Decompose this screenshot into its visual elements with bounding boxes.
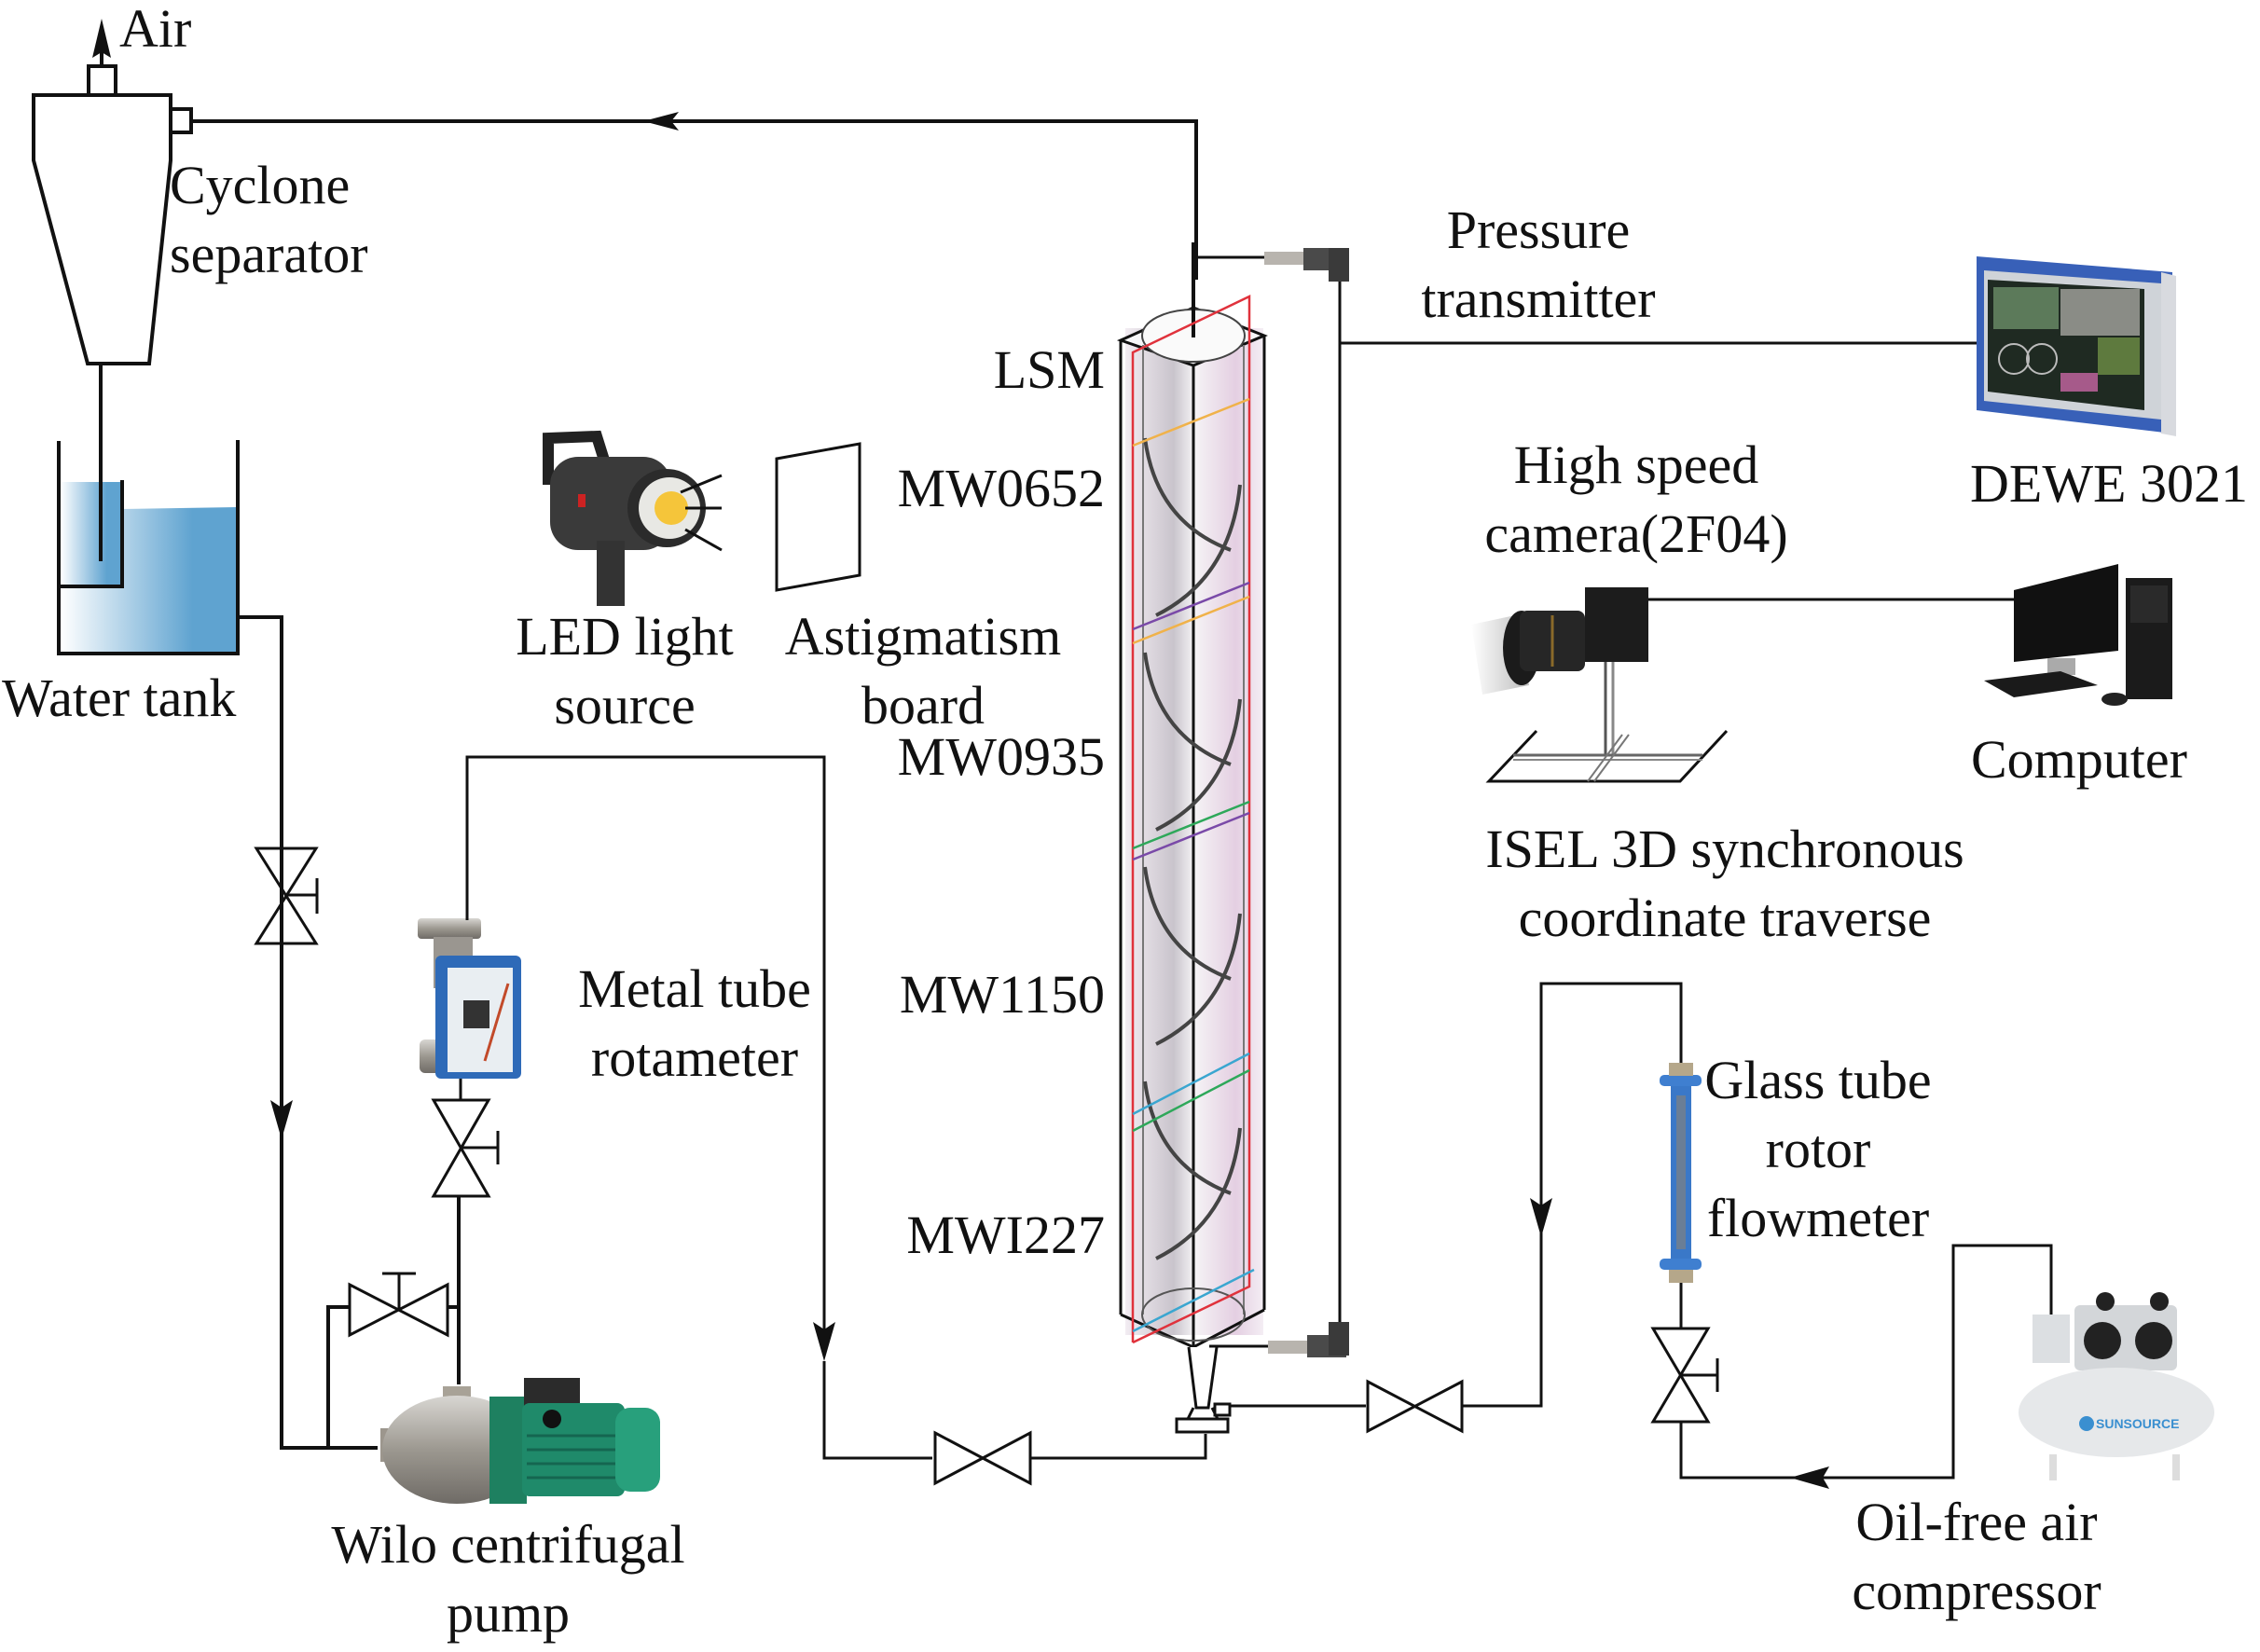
- return-pipe: [191, 112, 1198, 280]
- label-isel-traverse: ISEL 3D synchronous coordinate traverse: [1426, 815, 2023, 953]
- air-inlet-valve: [1366, 1379, 1464, 1434]
- label-line: High speed: [1513, 434, 1759, 495]
- marker-line-orange: [1132, 397, 1250, 447]
- label-line: Oil-free air: [1855, 1492, 2098, 1552]
- label-metal-tube-rotameter: Metal tube rotameter: [555, 955, 834, 1093]
- isel-traverse-frame: [1485, 662, 1729, 783]
- marker-line-green: [1132, 800, 1250, 850]
- rotameter-valve: [431, 1079, 500, 1198]
- light-rays: [680, 474, 723, 552]
- marker-line-purple: [1132, 581, 1250, 631]
- label-computer: Computer: [1971, 729, 2187, 790]
- metal-rotameter-image: [418, 918, 521, 1079]
- astigmatism-board-shape: [775, 442, 861, 592]
- label-line: board: [861, 675, 985, 736]
- water-tank: [57, 364, 283, 1450]
- label-line: Pressure: [1446, 200, 1631, 260]
- glass-flowmeter-image: [1660, 1063, 1702, 1283]
- wilo-pump-image: [380, 1378, 660, 1504]
- label-led-light-source: LED light source: [494, 602, 755, 740]
- pump-piping: [282, 1196, 461, 1450]
- water-inlet-valve: [933, 1430, 1032, 1486]
- label-water-tank: Water tank: [2, 668, 237, 728]
- marker-line-cyan: [1132, 1268, 1255, 1333]
- label-line: source: [554, 675, 696, 736]
- flow-arrow-icon: [813, 1322, 835, 1361]
- label-mwi227: MWI227: [906, 1205, 1105, 1265]
- flow-arrow-icon: [270, 1100, 293, 1139]
- label-line: compressor: [1852, 1561, 2102, 1621]
- label-line: Cyclone: [170, 155, 351, 215]
- label-dewe-3021: DEWE 3021: [1970, 453, 2248, 514]
- flow-arrow-icon: [1790, 1466, 1829, 1489]
- label-astigmatism-board: Astigmatism board: [774, 602, 1072, 740]
- label-line: rotameter: [590, 1027, 799, 1088]
- label-line: separator: [170, 224, 368, 284]
- marker-line-cyan: [1132, 1052, 1250, 1116]
- air-arrow-icon: [92, 19, 111, 58]
- label-air: Air: [119, 0, 192, 59]
- label-line: Astigmatism: [784, 606, 1062, 667]
- label-pressure-transmitter: Pressure transmitter: [1389, 196, 1688, 334]
- test-column: [1116, 242, 1268, 1434]
- label-mw1150: MW1150: [899, 964, 1105, 1025]
- pressure-transmitter-top: [1196, 248, 1349, 282]
- label-line: Metal tube: [578, 958, 811, 1019]
- marker-line-purple: [1132, 811, 1250, 861]
- label-cyclone-separator: Cyclone separator: [170, 151, 368, 289]
- label-high-speed-camera: High speed camera(2F04): [1464, 431, 1809, 569]
- tank-outlet-valve: [254, 847, 319, 945]
- label-line: Wilo centrifugal: [331, 1514, 685, 1575]
- label-mw0652: MW0652: [897, 458, 1105, 518]
- label-line: coordinate traverse: [1518, 888, 1932, 948]
- label-line: pump: [446, 1583, 571, 1644]
- label-oil-free-compressor: Oil-free air compressor: [1809, 1488, 2144, 1626]
- label-line: transmitter: [1421, 268, 1656, 329]
- label-line: flowmeter: [1706, 1188, 1930, 1248]
- label-line: LED light: [516, 606, 734, 667]
- dewe-3021-image: [1977, 256, 2176, 436]
- label-line: Glass tube: [1704, 1050, 1932, 1110]
- label-lsm: LSM: [993, 339, 1105, 400]
- label-wilo-pump: Wilo centrifugal pump: [298, 1510, 718, 1648]
- label-glass-tube-flowmeter: Glass tube rotor flowmeter: [1688, 1046, 1949, 1253]
- pressure-transmitter-bottom: [1209, 1322, 1349, 1357]
- flowmeter-valve: [1650, 1327, 1719, 1424]
- flow-arrow-icon: [643, 112, 679, 131]
- label-line: camera(2F04): [1484, 503, 1788, 564]
- label-line: ISEL 3D synchronous: [1485, 819, 1964, 879]
- air-compressor-image: SUNSOURCE: [2019, 1292, 2214, 1480]
- cyclone-separator: [32, 19, 193, 365]
- compressor-brand-text: SUNSOURCE: [2096, 1416, 2179, 1431]
- marker-line-orange: [1132, 595, 1250, 645]
- led-light-image: [543, 430, 706, 606]
- high-speed-camera-image: [1471, 587, 1648, 695]
- label-mw0935: MW0935: [897, 726, 1105, 787]
- flow-arrow-icon: [1530, 1198, 1552, 1237]
- label-line: rotor: [1765, 1119, 1871, 1179]
- laser-plane-red: [1131, 295, 1251, 1344]
- computer-image: [1984, 564, 2172, 706]
- marker-line-green: [1132, 1068, 1250, 1133]
